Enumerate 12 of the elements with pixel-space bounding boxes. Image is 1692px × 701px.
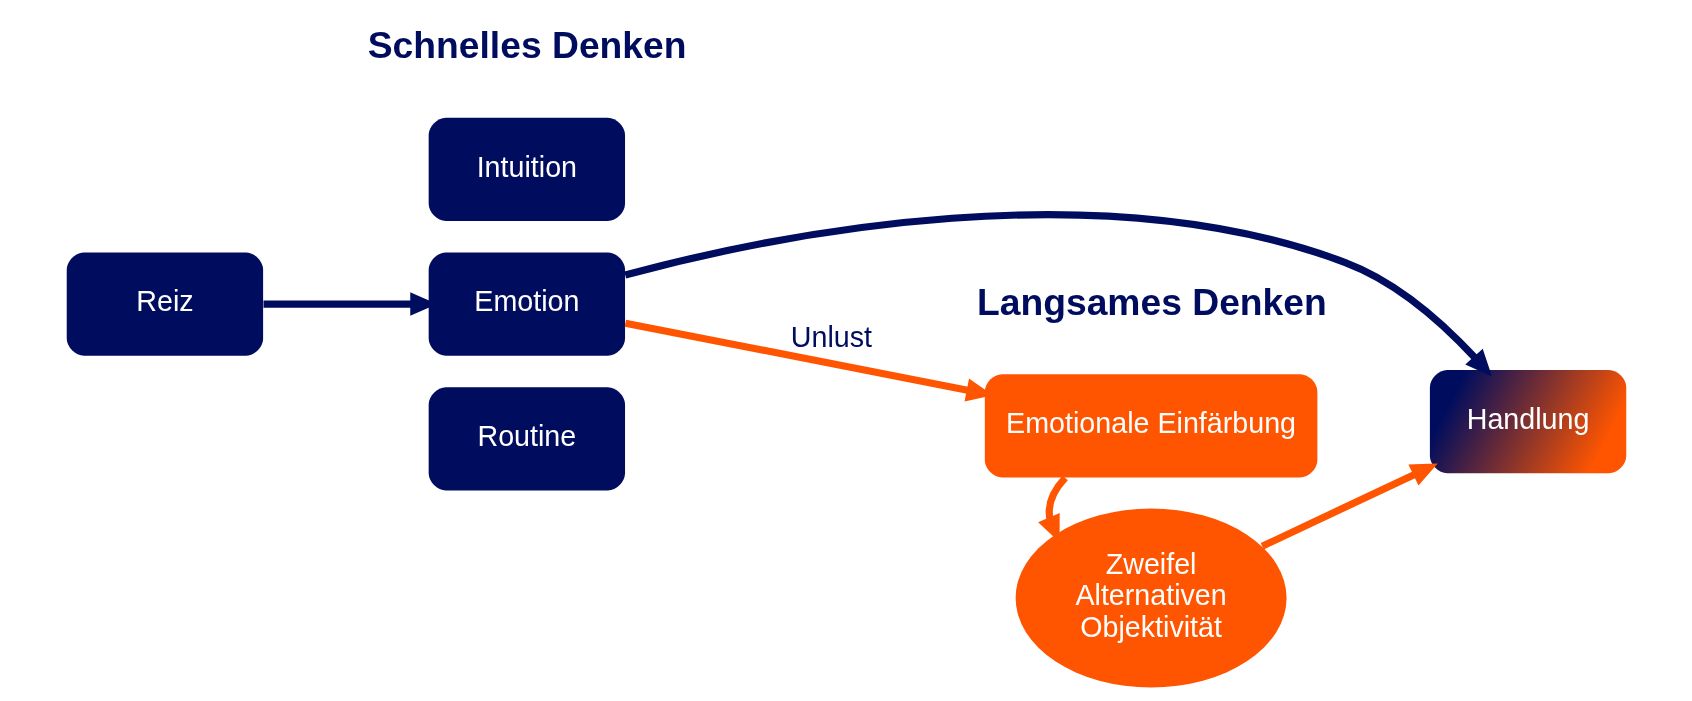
- node-box: Emotion: [428, 252, 625, 356]
- arrow: [623, 211, 1492, 377]
- edge-label: Unlust: [790, 321, 872, 354]
- node-box: Reiz: [66, 252, 263, 356]
- node-ellipse: Zweifel Alternativen Objektivität: [1015, 508, 1287, 688]
- node-box: Emotionale Einfärbung: [984, 374, 1317, 478]
- node-box: Routine: [428, 387, 625, 491]
- node-box: Intuition: [428, 117, 625, 221]
- arrow: [1260, 463, 1438, 550]
- label: Schnelles Denken: [367, 23, 687, 66]
- label: Langsames Denken: [976, 280, 1327, 323]
- node-box: Handlung: [1429, 370, 1626, 474]
